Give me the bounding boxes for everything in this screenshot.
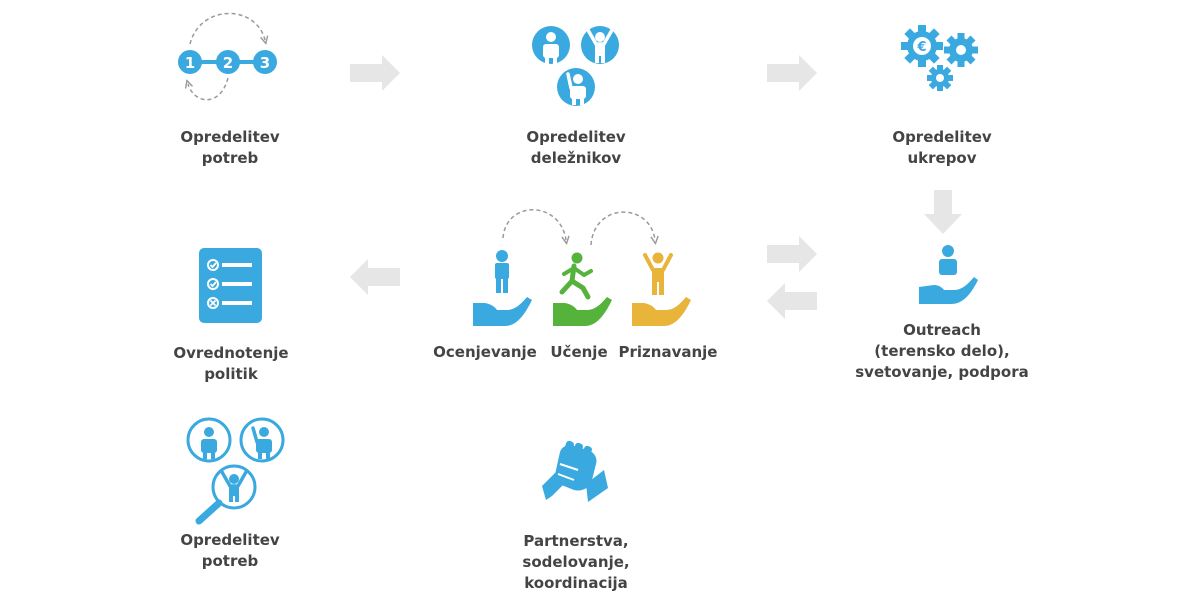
label-measures: Opredelitev ukrepov [862,127,1022,169]
step-number-2: 2 [223,54,233,72]
label-line: (terensko delo), [874,342,1010,360]
label-line: Opredelitev [892,128,992,146]
step-number-1: 1 [185,54,195,72]
label-line: Opredelitev [180,531,280,549]
gears-euro-icon: € [901,25,978,91]
label-line: politik [204,365,258,383]
label-recognition: Priznavanje [616,342,720,363]
label-outreach: Outreach (terensko delo), svetovanje, po… [842,320,1042,383]
transition-arc [502,209,566,240]
label-line: Opredelitev [526,128,626,146]
checklist-icon [199,248,262,323]
label-needs-search: Opredelitev potreb [160,530,300,572]
handshake-icon [542,440,608,502]
hand-runner-icon [553,252,612,326]
label-line: Outreach [903,321,981,339]
label-line: Ovrednotenje [173,344,289,362]
arrow-left-icon [350,259,400,295]
label-evaluation: Ocenjevanje [430,342,540,363]
transition-arc [590,211,655,245]
step-number-3: 3 [260,54,270,72]
label-line: sodelovanje, [522,553,630,571]
people-search-icon [186,417,285,525]
arrow-left-icon [767,283,817,319]
label-line: Ocenjevanje [433,343,537,361]
arrow-right-icon [767,55,817,91]
label-policy: Ovrednotenje politik [151,343,311,385]
label-line: svetovanje, podpora [855,363,1029,381]
label-line: Priznavanje [618,343,718,361]
label-line: Učenje [550,343,608,361]
label-line: koordinacija [524,574,628,592]
arrow-down-icon [924,190,962,234]
label-learning: Učenje [544,342,614,363]
label-stakeholders: Opredelitev deležnikov [496,127,656,169]
hand-person-icon [473,250,532,326]
hand-person-icon [919,245,978,304]
stakeholders-icon [532,26,619,106]
label-needs: Opredelitev potreb [160,127,300,169]
label-line: potreb [201,149,259,167]
euro-symbol: € [916,40,926,55]
label-line: Partnerstva, [523,532,629,550]
flow-arrows [350,55,962,319]
label-line: potreb [201,552,259,570]
label-partnerships: Partnerstva, sodelovanje, koordinacija [496,531,656,594]
sequence-123-icon: 1 2 3 [178,12,277,101]
label-line: deležnikov [530,149,622,167]
hand-cheering-icon [632,252,691,326]
arrow-right-icon [767,236,817,272]
label-line: Opredelitev [180,128,280,146]
arrow-right-icon [350,55,400,91]
label-line: ukrepov [907,149,977,167]
